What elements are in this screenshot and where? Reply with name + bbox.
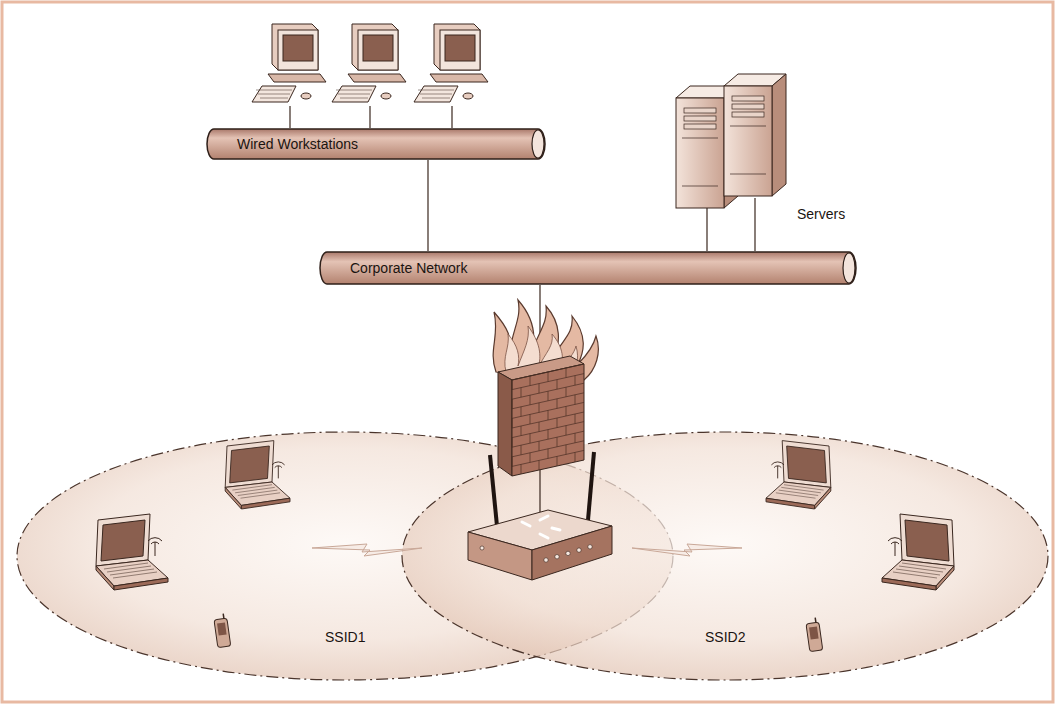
server-label: Servers <box>797 206 845 223</box>
brick-joint <box>557 437 558 447</box>
server-group: Servers <box>668 66 868 198</box>
brick-joint <box>512 441 584 457</box>
brick-joint <box>530 453 531 463</box>
brick-joint <box>548 372 549 382</box>
servers-outline <box>668 66 868 198</box>
network-band: Wired Workstations <box>207 128 545 160</box>
brick-joint <box>539 441 540 451</box>
brick-joint <box>530 434 531 444</box>
brick-joint <box>566 445 567 455</box>
brick-joint <box>548 391 549 401</box>
brick-joint <box>557 418 558 428</box>
brick-joint <box>512 402 584 418</box>
brick-joint <box>521 407 522 417</box>
brick-joint <box>512 418 513 428</box>
server-tower <box>724 74 786 196</box>
workstation-cable <box>289 106 290 128</box>
brick-joint <box>521 464 522 474</box>
brick-joint <box>530 414 531 424</box>
brick-joint <box>575 433 576 443</box>
brick-joint <box>512 450 584 466</box>
workstation-icon <box>332 24 406 102</box>
brick-joint <box>548 430 549 440</box>
brick-joint <box>512 457 513 467</box>
pipe-end <box>532 130 544 158</box>
network-band: Corporate Network <box>320 251 856 285</box>
workstation-icon <box>414 24 488 102</box>
brick-joint <box>575 395 576 405</box>
brick-joint <box>521 445 522 455</box>
network-link <box>427 160 428 251</box>
firewall-flames <box>493 300 598 380</box>
brick-joint <box>575 452 576 462</box>
wireless-signal <box>632 544 742 556</box>
wireless-zone: SSID2 <box>400 430 1050 682</box>
laptop-icon <box>96 514 168 590</box>
brick-joint <box>566 406 567 416</box>
server-cable <box>754 198 755 251</box>
wireless-signal <box>312 544 422 556</box>
network-label: Corporate Network <box>350 260 468 277</box>
laptop-icon <box>766 441 831 509</box>
brick-joint <box>557 380 558 390</box>
phone-icon <box>213 613 230 647</box>
workstation-cable <box>451 106 452 128</box>
brick-joint <box>512 431 584 447</box>
brick-joint <box>530 376 531 386</box>
pipe-body <box>207 129 545 159</box>
wireless-router <box>468 452 612 580</box>
brick-joint <box>539 422 540 432</box>
workstation-cable <box>369 106 370 128</box>
brick-joint <box>539 384 540 394</box>
brick-joint <box>512 380 513 390</box>
ssid-label: SSID2 <box>705 629 745 646</box>
brick-joint <box>548 410 549 420</box>
phone-icon <box>805 617 822 651</box>
brick-joint <box>575 414 576 424</box>
brick-joint <box>512 393 584 409</box>
brick-joint <box>512 399 513 409</box>
brick-joint <box>521 426 522 436</box>
brick-joint <box>566 387 567 397</box>
brick-joint <box>539 403 540 413</box>
laptop-icon <box>882 514 954 590</box>
network-label: Wired Workstations <box>237 136 358 153</box>
brick-joint <box>512 374 584 390</box>
firewall-wall <box>498 356 584 476</box>
brick-joint <box>512 412 584 428</box>
brick-joint <box>575 376 576 386</box>
brick-joint <box>530 395 531 405</box>
laptop-icon <box>225 441 290 509</box>
brick-joint <box>539 460 540 470</box>
coverage-ellipse <box>402 432 1048 680</box>
workstation-icon <box>252 24 326 102</box>
brick-joint <box>557 456 558 466</box>
brick-joint <box>557 399 558 409</box>
brick-joint <box>566 368 567 378</box>
brick-joint <box>512 422 584 438</box>
brick-joint <box>512 364 584 380</box>
brick-joint <box>566 426 567 436</box>
brick-joint <box>512 438 513 448</box>
router-uplink <box>539 285 540 512</box>
brick-joint <box>512 383 584 399</box>
pipe-body <box>320 252 856 284</box>
brick-joint <box>521 388 522 398</box>
ssid-label: SSID1 <box>325 629 365 646</box>
brick-joint <box>548 449 549 459</box>
pipe-end <box>843 253 855 283</box>
